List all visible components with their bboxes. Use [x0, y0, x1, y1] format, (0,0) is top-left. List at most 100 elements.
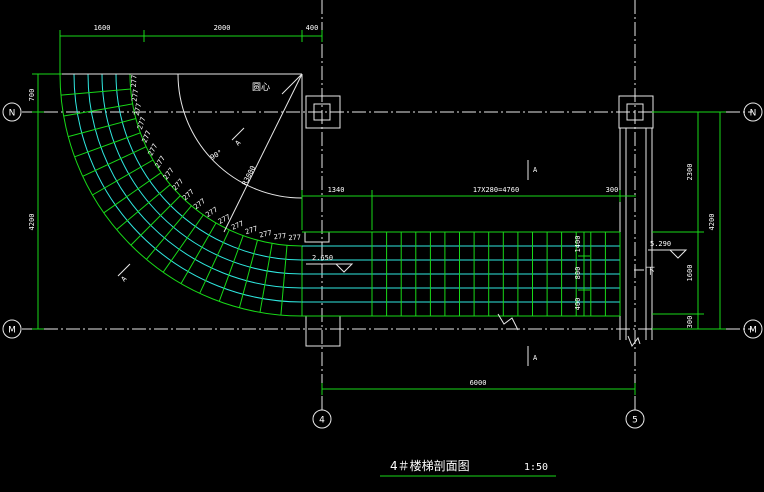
tread-width-label: 277: [273, 232, 287, 242]
tread-width-label: 277: [130, 75, 139, 88]
tread-width-label: 277: [141, 129, 153, 144]
dim-right-2300: 2300: [686, 164, 694, 181]
svg-text:N: N: [9, 109, 16, 119]
axis-bubble-5: 5: [625, 409, 645, 429]
dim-run-300: 300: [606, 186, 619, 194]
section-mark-lower: [117, 263, 131, 277]
tread-line: [162, 214, 204, 273]
axis-bubble-n-right: N: [743, 102, 763, 122]
tread-line: [199, 229, 230, 294]
drawing-title-block: 4＃楼梯剖面图 1:50: [380, 458, 556, 477]
tread-width-label: 277: [259, 229, 273, 240]
tread-line: [92, 159, 154, 196]
break-symbol: [497, 313, 519, 331]
down-arrow-label: 下: [646, 267, 655, 277]
dim-right-300: 300: [686, 316, 694, 329]
inner-arc: [177, 73, 303, 199]
axis-bubble-n-left: N: [2, 102, 22, 122]
mid-dimension-chain: 1400 800 400: [574, 231, 590, 317]
tread-width-label: 277: [192, 197, 207, 211]
tread-width-label: 277: [154, 155, 168, 170]
curved-stair-flight: 2772772772772772772772772772772772772772…: [59, 73, 303, 317]
tread-width-label: 277: [244, 225, 258, 236]
section-a-bottom: A: [533, 354, 538, 362]
tread-line: [82, 146, 147, 177]
section-a-right: A: [533, 166, 538, 174]
right-dimension-chain: 2300 1600 300 4200: [652, 111, 726, 330]
dim-mid-400: 400: [574, 298, 582, 311]
tread-line: [218, 235, 244, 302]
tread-width-label: 277: [162, 166, 176, 181]
section-mark-upper: [231, 127, 245, 141]
leader-line: [281, 73, 303, 95]
tread-line: [116, 184, 171, 230]
bottom-dimension: 6000: [321, 379, 636, 395]
dim-top-400: 400: [306, 24, 319, 32]
tread-width-label: 277: [147, 142, 160, 157]
dim-mid-1400: 1400: [574, 236, 582, 253]
tread-width-label: 277: [171, 177, 185, 192]
run-dimension-chain: 1340 17X280=4760 300: [301, 186, 636, 230]
dim-run-1340: 1340: [328, 186, 345, 194]
dim-left-700: 700: [28, 89, 36, 102]
angle-label: 90°: [209, 148, 224, 161]
tread-line: [238, 239, 258, 308]
tread-width-label: 277: [131, 89, 141, 103]
tread-line: [259, 243, 273, 313]
dim-mid-800: 800: [574, 267, 582, 280]
tread-line: [68, 118, 137, 138]
column-4-m: [305, 315, 341, 347]
left-dimension-chain: 700 4200: [28, 73, 60, 330]
column-4-n-inner: [313, 103, 331, 121]
axis-bubble-4: 4: [312, 409, 332, 429]
stair-arc: [59, 73, 303, 317]
tread-line: [146, 205, 192, 260]
drawing-scale: 1:50: [524, 462, 548, 473]
tread-width-label: 277: [204, 206, 219, 220]
tread-line: [60, 88, 131, 96]
tread-line: [103, 172, 162, 214]
tread-width-label: 277: [136, 116, 147, 130]
axis-bubble-m-left: M: [2, 319, 22, 339]
dim-right-1600: 1600: [686, 265, 694, 282]
column-5-n-inner: [626, 103, 644, 121]
tread-width-label: 277: [230, 219, 245, 231]
column-4-n: [305, 95, 341, 129]
top-dimension-chain: 1600 2000 400: [59, 24, 323, 74]
beam-stub: [304, 231, 330, 243]
dim-run-steps: 17X280=4760: [473, 186, 519, 194]
svg-text:5: 5: [632, 416, 638, 426]
dim-right-4200: 4200: [708, 214, 716, 231]
radius-label: R3000: [241, 164, 258, 186]
dim-top-1600: 1600: [94, 24, 111, 32]
section-a-lower: A: [120, 274, 129, 283]
svg-text:M: M: [749, 326, 757, 336]
break-symbol-2: [627, 335, 641, 348]
tread-width-label: 277: [288, 234, 301, 243]
svg-text:5.290: 5.290: [650, 240, 671, 248]
svg-text:4: 4: [319, 416, 325, 426]
radius-line: [223, 73, 303, 233]
tread-line: [63, 103, 133, 117]
tread-line: [180, 222, 217, 284]
stair-arc: [129, 73, 303, 247]
dim-bottom-6000: 6000: [470, 379, 487, 387]
drawing-title: 4＃楼梯剖面图: [390, 458, 470, 473]
elevation-high: 5.290: [648, 240, 688, 259]
svg-text:M: M: [8, 326, 16, 336]
dim-top-2000: 2000: [214, 24, 231, 32]
tread-line: [74, 132, 141, 158]
axis-bubble-m-right: M: [743, 319, 763, 339]
svg-text:N: N: [750, 109, 757, 119]
svg-text:2.650: 2.650: [312, 254, 333, 262]
dim-left-4200: 4200: [28, 214, 36, 231]
tread-line: [130, 195, 181, 246]
tread-width-label: 277: [181, 188, 196, 202]
center-label: 圆心: [252, 82, 270, 93]
elevation-low: 2.650: [306, 254, 354, 273]
section-a-upper: A: [234, 138, 243, 147]
straight-stair-flight: [302, 231, 621, 317]
tread-line: [280, 245, 288, 316]
tread-width-label: 277: [133, 102, 144, 116]
